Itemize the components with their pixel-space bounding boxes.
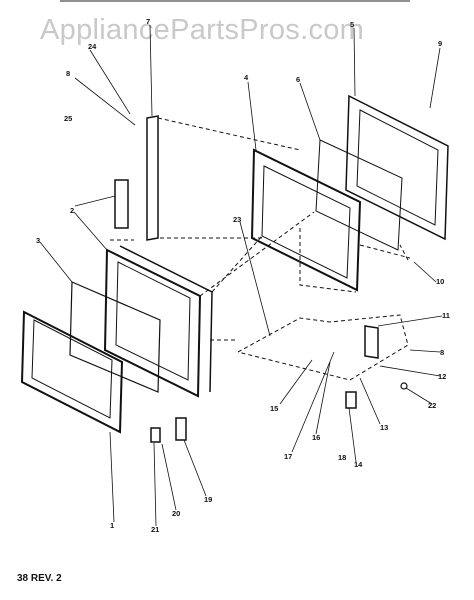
assembly-guides: [110, 117, 411, 381]
part-latch-assembly: [364, 325, 379, 359]
callout-8: 8: [66, 69, 70, 78]
callout-10: 10: [436, 277, 444, 286]
page-footer: 38 REV. 2: [17, 573, 62, 584]
part-switch-18: [345, 391, 357, 409]
callout-17: 17: [284, 452, 292, 461]
callout-5: 5: [350, 20, 354, 29]
callout-11: 11: [442, 311, 450, 320]
callout-9: 9: [438, 39, 442, 48]
callout-23: 23: [233, 215, 241, 224]
callout-22: 22: [428, 401, 436, 410]
callout-13: 13: [380, 423, 388, 432]
part-latch-plate: [114, 179, 129, 229]
part-lever-19: [175, 417, 187, 441]
top-rule: [60, 0, 410, 5]
callout-7: 7: [146, 17, 150, 26]
part-inner-sheet: [315, 139, 403, 251]
callout-24: 24: [88, 42, 97, 51]
callout-19: 19: [204, 495, 212, 504]
callout-4: 4: [244, 73, 249, 82]
callout-2: 2: [70, 206, 74, 215]
callout-21: 21: [151, 525, 159, 534]
callout-16: 16: [312, 433, 320, 442]
callout-6: 6: [296, 75, 300, 84]
callout-8-lower: 8: [440, 348, 444, 357]
part-screw-22: [400, 382, 408, 390]
callout-20: 20: [172, 509, 180, 518]
part-rear-panel: [345, 94, 449, 241]
callout-1: 1: [110, 521, 114, 530]
callout-15: 15: [270, 404, 278, 413]
watermark-text: AppliancePartsPros.com: [40, 14, 365, 46]
part-door-frame: [250, 148, 362, 292]
callout-numbers: 1 2 3 4 5 6 7 8 9 10 11 12 13 14 15 16 1…: [36, 17, 450, 534]
callout-14: 14: [354, 460, 363, 469]
callout-3: 3: [36, 236, 40, 245]
part-outer-frame: [20, 310, 124, 434]
part-clip-21: [150, 427, 161, 443]
part-glass-panel: [69, 281, 161, 393]
callout-18: 18: [338, 453, 346, 462]
leader-lines: [39, 24, 443, 527]
part-hinge-bracket: [146, 115, 159, 241]
callout-12: 12: [438, 372, 446, 381]
callout-25: 25: [64, 114, 72, 123]
